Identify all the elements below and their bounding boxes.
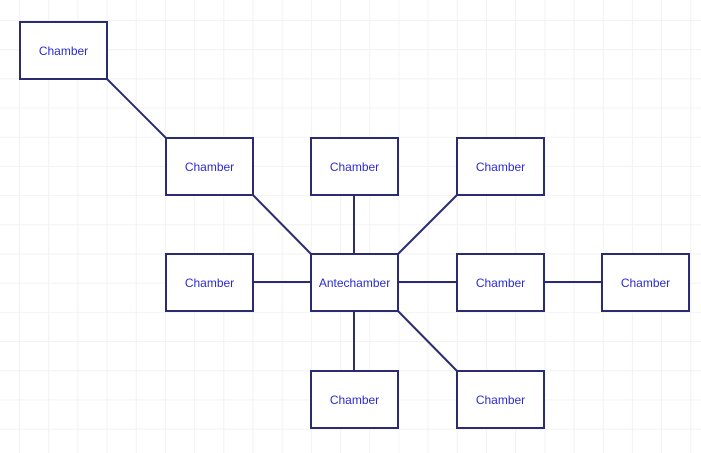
node-chamber-n10[interactable]: Chamber bbox=[456, 370, 545, 429]
node-label: Chamber bbox=[184, 275, 235, 290]
edge-n2-n6[interactable] bbox=[252, 194, 312, 255]
node-antechamber-n6[interactable]: Antechamber bbox=[310, 253, 399, 312]
node-chamber-n7[interactable]: Chamber bbox=[456, 253, 545, 312]
node-chamber-n4[interactable]: Chamber bbox=[456, 137, 545, 196]
edge-n1-n2[interactable] bbox=[106, 78, 167, 139]
node-chamber-n9[interactable]: Chamber bbox=[310, 370, 399, 429]
node-label: Antechamber bbox=[318, 275, 391, 290]
edge-n4-n6[interactable] bbox=[397, 194, 458, 255]
node-label: Chamber bbox=[475, 275, 526, 290]
node-label: Chamber bbox=[620, 275, 671, 290]
node-chamber-n2[interactable]: Chamber bbox=[165, 137, 254, 196]
node-label: Chamber bbox=[329, 159, 380, 174]
node-label: Chamber bbox=[475, 159, 526, 174]
node-label: Chamber bbox=[184, 159, 235, 174]
node-chamber-n5[interactable]: Chamber bbox=[165, 253, 254, 312]
node-chamber-n3[interactable]: Chamber bbox=[310, 137, 399, 196]
node-label: Chamber bbox=[475, 392, 526, 407]
node-label: Chamber bbox=[329, 392, 380, 407]
node-label: Chamber bbox=[38, 43, 89, 58]
node-chamber-n8[interactable]: Chamber bbox=[601, 253, 690, 312]
node-chamber-n1[interactable]: Chamber bbox=[19, 21, 108, 80]
edge-n6-n10[interactable] bbox=[397, 310, 458, 372]
